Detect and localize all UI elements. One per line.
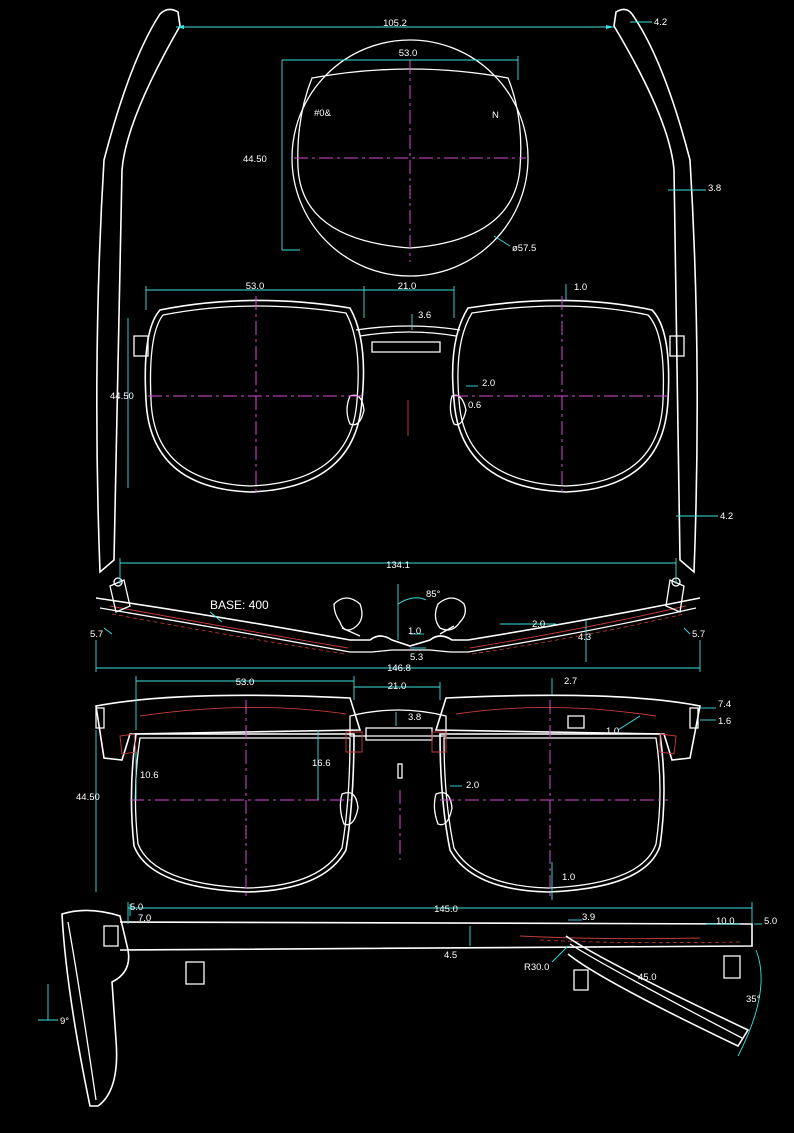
dim-front2-hinge-b: 1.6 xyxy=(718,716,731,727)
dim-top-overall: 146.8 xyxy=(387,663,411,674)
dim-front2-hinge-a: 7.4 xyxy=(718,699,731,710)
dim-front2-rim: 1.0 xyxy=(606,726,619,737)
dim-side-e: 5.0 xyxy=(764,916,777,927)
lens-mark-right: N xyxy=(492,110,499,121)
dim-top-center-b: 5.3 xyxy=(410,652,423,663)
dim-front2-pad: 2.0 xyxy=(466,780,479,791)
lens-mark-left: #0& xyxy=(314,108,332,119)
dim-front2-bridge: 21.0 xyxy=(388,681,407,692)
dim-lens-blank-height: 44.50 xyxy=(243,154,267,165)
dim-side-b: 7.0 xyxy=(138,913,151,924)
dim-temple-tip: 4.2 xyxy=(654,17,667,28)
front-view-1: 53.0 21.0 1.0 3.6 44.50 2.0 0.6 xyxy=(110,281,685,496)
dim-lens-blank-dia: ø57.5 xyxy=(512,243,536,254)
dim-front2-bridge-drop: 16.6 xyxy=(312,758,331,769)
dim-side-thick: 4.5 xyxy=(444,950,457,961)
dim-side-radius: R30.0 xyxy=(524,962,549,973)
top-base-label: BASE: 400 xyxy=(210,598,269,612)
dim-front2-left-h: 10.6 xyxy=(140,770,159,781)
dim-front2-bridge-height: 3.8 xyxy=(408,712,421,723)
dim-top-angle: 85° xyxy=(426,589,441,600)
dim-side-c: 3.9 xyxy=(582,912,595,923)
top-view: 134.1 BASE: 400 85° 5.7 5.7 1.0 5.3 2.0 … xyxy=(90,558,705,674)
dim-top-left-thick: 5.7 xyxy=(90,629,103,640)
dim-front1-pad-small: 0.6 xyxy=(468,400,481,411)
side-view: 145.0 5.0 7.0 3.9 10.0 5.0 4.5 R30.0 45.… xyxy=(38,902,777,1107)
dim-front2-lens-height: 44.50 xyxy=(76,792,100,803)
front-view-2: 53.0 21.0 2.7 7.4 1.6 1.0 3.8 10.6 16.6 … xyxy=(76,676,731,900)
dim-temple-spread: 105.2 xyxy=(383,18,407,29)
dim-front2-bottom-rim: 1.0 xyxy=(562,872,575,883)
lens-blank: 53.0 44.50 #0& N ø57.5 xyxy=(243,39,536,277)
dim-temple-end: 4.2 xyxy=(720,511,733,522)
dim-front1-bridge-height: 3.6 xyxy=(418,310,431,321)
dim-side-a: 5.0 xyxy=(130,902,143,913)
dim-front1-rim: 1.0 xyxy=(574,282,587,293)
dim-top-right-a: 2.0 xyxy=(532,619,545,630)
dim-front1-bridge: 21.0 xyxy=(398,281,417,292)
dim-top-total-width: 134.1 xyxy=(386,560,410,571)
dim-front1-lens-height: 44.50 xyxy=(110,391,134,402)
dim-side-length: 145.0 xyxy=(434,904,458,915)
dim-top-center-a: 1.0 xyxy=(408,626,421,637)
dim-side-d: 10.0 xyxy=(716,916,735,927)
dim-front2-brow: 2.7 xyxy=(564,676,577,687)
dim-front1-pad: 2.0 xyxy=(482,378,495,389)
dim-side-bent: 45.0 xyxy=(638,972,657,983)
dim-temple-width: 3.8 xyxy=(708,183,721,194)
dim-side-bend-angle: 35° xyxy=(746,994,761,1005)
dim-top-right-thick: 5.7 xyxy=(692,629,705,640)
dim-front1-lens-width: 53.0 xyxy=(246,281,265,292)
dim-top-right-b: 4.3 xyxy=(578,632,591,643)
dim-front2-lens-width: 53.0 xyxy=(236,677,255,688)
temple-dimensions: 105.2 4.2 3.8 4.2 xyxy=(176,17,733,522)
dim-lens-blank-width: 53.0 xyxy=(399,48,418,59)
dim-side-tilt: 9° xyxy=(60,1016,69,1027)
